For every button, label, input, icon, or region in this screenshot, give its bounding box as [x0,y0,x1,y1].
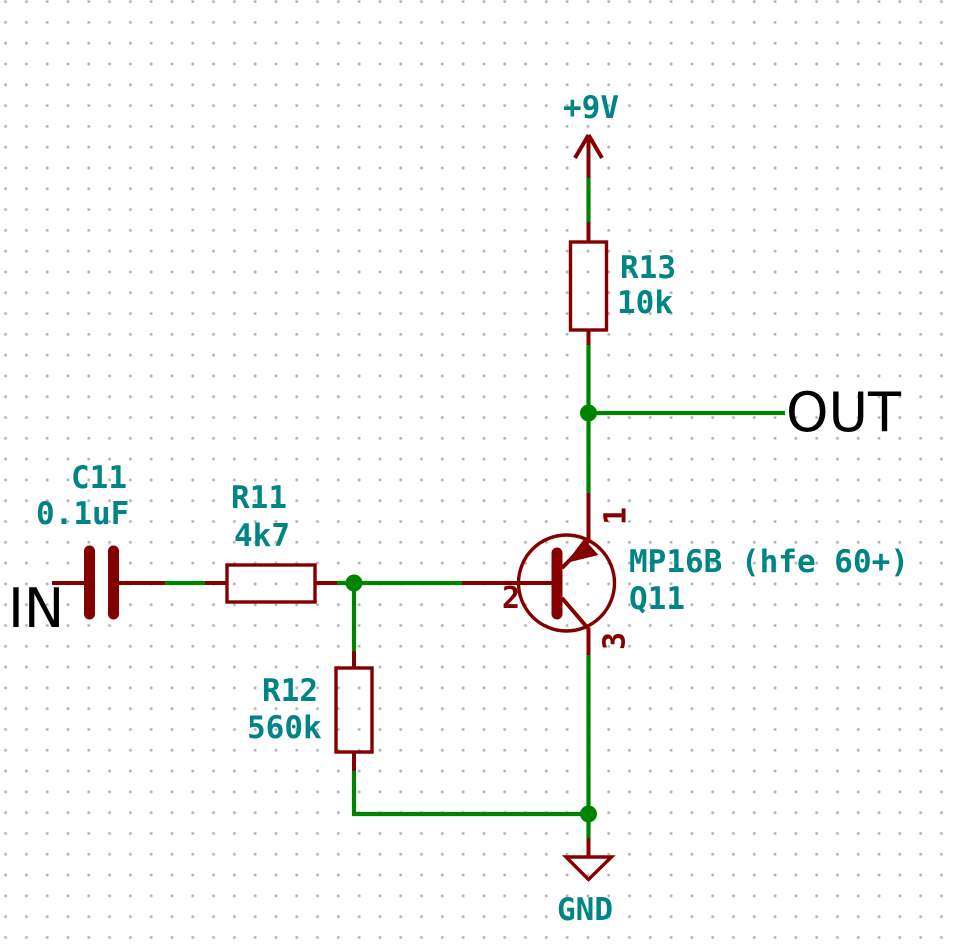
r12-reference: R12 [262,673,318,709]
ground-net-label: GND [557,892,613,928]
c11-value: 0.1uF [36,496,129,532]
r12-value: 560k [247,710,322,746]
capacitor-c11[interactable]: C11 0.1uF [36,460,165,620]
gnd-triangle-icon [561,855,616,882]
r11-body [225,563,317,604]
r13-reference: R13 [620,250,676,286]
resistor-r12[interactable]: R12 560k [247,651,374,771]
q11-emitter-arrow-icon [566,539,599,563]
ground-symbol[interactable]: GND [557,838,616,928]
q11-value: MP16B (hfe 60+) [629,544,909,580]
wire-r12-to-ground-rail[interactable] [351,771,589,817]
r11-reference: R11 [231,480,287,516]
r12-body [334,666,374,754]
net-label-out[interactable]: OUT [786,381,902,444]
power-symbol-9v[interactable]: +9V [563,90,619,178]
q11-pin2-number: 2 [502,581,520,616]
q11-pin3-lead [560,596,591,655]
q11-reference: Q11 [629,581,685,617]
power-net-label: +9V [563,90,619,126]
q11-pin1-number: 1 [599,507,634,525]
junction-dot-ground[interactable] [580,805,597,823]
junction-dot-out[interactable] [580,404,597,422]
resistor-r13[interactable]: R13 10k [568,222,677,345]
q11-pin3-number: 3 [598,632,633,650]
r13-body [568,240,609,332]
r11-value: 4k7 [234,518,290,554]
resistor-r11[interactable]: R11 4k7 [205,480,337,604]
power-arrow-icon [573,133,604,178]
net-label-in[interactable]: IN [8,577,64,640]
c11-reference: C11 [71,460,127,496]
junction-dot-base[interactable] [345,574,363,592]
transistor-q11[interactable]: 1 2 3 MP16B (hfe 60+) Q11 [462,493,909,655]
r13-value: 10k [617,285,673,321]
